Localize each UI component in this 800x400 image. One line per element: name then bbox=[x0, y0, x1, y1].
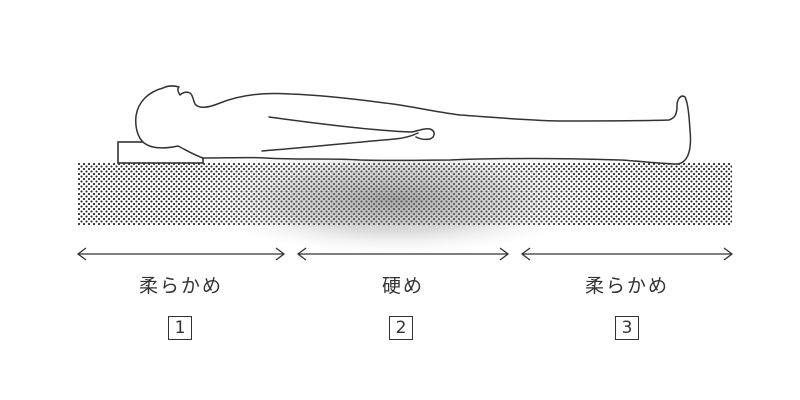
zone-1-label: 柔らかめ bbox=[138, 275, 223, 297]
zone-2-number-box: 2 bbox=[389, 316, 413, 340]
zone-1-arrow bbox=[76, 247, 286, 261]
zone-3-arrow bbox=[520, 247, 734, 261]
zone-1-number-box: 1 bbox=[168, 316, 192, 340]
dotted-mattress bbox=[78, 136, 732, 252]
zone-2-arrow bbox=[296, 247, 510, 261]
zone-2-label: 硬め bbox=[381, 275, 424, 297]
person-lying-figure bbox=[135, 85, 692, 165]
zone-3-number-box: 3 bbox=[615, 316, 639, 340]
zone-3-label: 柔らかめ bbox=[584, 275, 669, 297]
